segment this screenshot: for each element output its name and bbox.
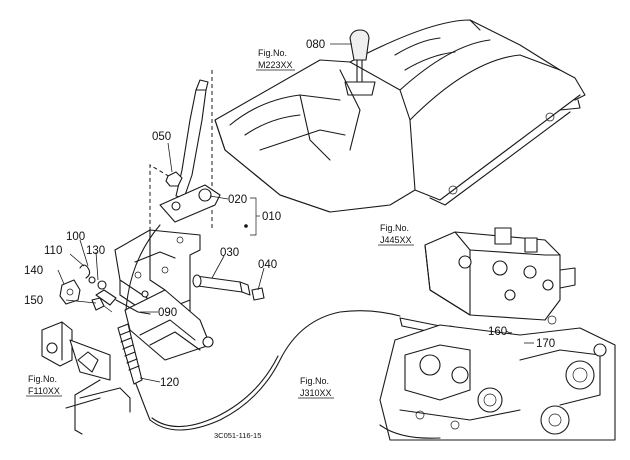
hydraulic-block — [424, 227, 576, 325]
part-label-080: 080 — [306, 39, 325, 51]
figref-m223-code: M223XX — [258, 60, 293, 70]
left-bracket — [41, 321, 131, 435]
figref-f110-code: F110XX — [28, 386, 60, 396]
part-label-140: 140 — [24, 265, 43, 277]
fender-housing — [214, 19, 586, 213]
part-label-120: 120 — [160, 377, 179, 389]
cable-end-assembly — [59, 264, 151, 315]
figref-j445-label: Fig.No. — [380, 223, 409, 233]
part-label-030: 030 — [220, 247, 239, 259]
leader-lines — [57, 43, 534, 383]
figref-m223-label: Fig.No. — [258, 48, 287, 58]
figref-m223: Fig.No. M223XX — [256, 48, 295, 71]
shift-lever-knob — [344, 29, 376, 96]
part-labels: 080 050 020 010 030 040 100 110 130 140 … — [24, 39, 555, 389]
part-label-040: 040 — [258, 259, 277, 271]
figref-j445-code: J445XX — [380, 235, 412, 245]
transmission-case — [379, 324, 616, 441]
assembly-bracket-010 — [244, 197, 260, 236]
part-label-050: 050 — [152, 131, 171, 143]
figref-j310: Fig.No. J310XX — [298, 376, 334, 399]
figref-j310-code: J310XX — [300, 388, 332, 398]
figref-f110: Fig.No. F110XX — [26, 374, 62, 397]
part-label-170: 170 — [536, 338, 555, 350]
part-label-160: 160 — [488, 326, 507, 338]
part-label-020: 020 — [228, 194, 247, 206]
part-label-130: 130 — [86, 245, 105, 257]
shift-lever-assembly — [114, 70, 265, 361]
part-label-150: 150 — [24, 295, 43, 307]
part-label-100: 100 — [66, 231, 85, 243]
part-label-090: 090 — [158, 307, 177, 319]
part-label-010: 010 — [262, 211, 281, 223]
figref-j310-label: Fig.No. — [300, 376, 329, 386]
figref-j445: Fig.No. J445XX — [378, 223, 414, 246]
figref-f110-label: Fig.No. — [28, 374, 57, 384]
part-label-110: 110 — [44, 245, 62, 257]
drawing-code: 3C051-116-15 — [214, 431, 261, 440]
shift-cable-120 — [117, 224, 401, 431]
